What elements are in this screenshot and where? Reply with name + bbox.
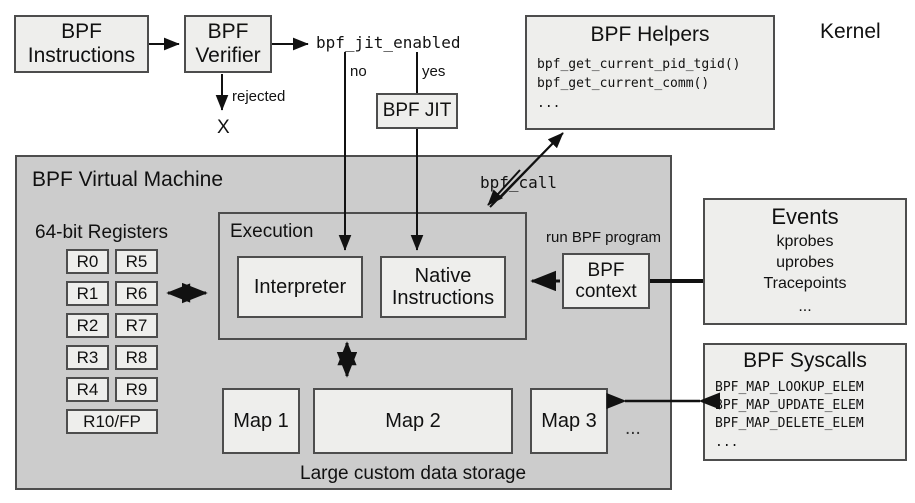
execution-title: Execution [230,221,314,242]
vm-title: BPF Virtual Machine [32,168,224,191]
events-box: Events kprobes uprobes Tracepoints ... [703,198,907,325]
bpf-syscalls-box: BPF Syscalls BPF_MAP_LOOKUP_ELEM BPF_MAP… [703,343,907,461]
helper-fn-2: ... [537,95,561,111]
events-item-1: uprobes [776,253,834,271]
native-instructions-line1: Native [414,264,472,287]
bpf-jit-box: BPF JIT [376,93,458,129]
bpf-instructions-line2: Instructions [27,44,136,67]
events-item-2: Tracepoints [763,274,847,292]
bpf-context-box: BPF context [562,253,650,309]
register-r4: R4 [66,377,109,402]
branch-no-label: no [350,63,367,80]
bpf-context-line1: BPF [587,259,625,281]
branch-yes-label: yes [422,63,446,80]
register-r8: R8 [115,345,158,370]
events-title: Events [771,204,839,229]
interpreter-box: Interpreter [237,256,363,318]
bpf-jit-enabled-label: bpf_jit_enabled [316,33,461,52]
bpf-instructions-line1: BPF [61,20,102,44]
register-r7: R7 [115,313,158,338]
rejected-mark: X [217,117,230,138]
syscall-item-2: BPF_MAP_DELETE_ELEM [715,416,864,432]
register-r0: R0 [66,249,109,274]
register-r10-fp: R10/FP [66,409,158,434]
bpf-call-label: bpf_call [480,173,558,192]
syscall-item-3: ... [715,434,739,450]
bpf-instructions-box: BPF Instructions [14,15,149,73]
syscall-item-1: BPF_MAP_UPDATE_ELEM [715,397,864,413]
run-bpf-program-label: run BPF program [546,229,662,246]
bpf-helpers-box: BPF Helpers bpf_get_current_pid_tgid() b… [525,15,775,130]
register-r6: R6 [115,281,158,306]
registers-title: 64-bit Registers [35,222,169,243]
rejected-label: rejected [232,88,286,105]
bpf-verifier-line2: Verifier [195,44,261,67]
helper-fn-0: bpf_get_current_pid_tgid() [537,56,741,72]
kernel-label: Kernel [820,20,881,43]
events-item-3: ... [798,297,812,315]
map-3-box: Map 3 [530,388,608,454]
helper-fn-1: bpf_get_current_comm() [537,76,710,92]
storage-label: Large custom data storage [300,463,527,484]
register-r5: R5 [115,249,158,274]
register-r1: R1 [66,281,109,306]
register-r3: R3 [66,345,109,370]
events-item-0: kprobes [776,232,834,250]
bpf-context-line2: context [575,281,637,302]
map-1-box: Map 1 [222,388,300,454]
register-r2: R2 [66,313,109,338]
bpf-syscalls-title: BPF Syscalls [743,349,867,372]
native-instructions-line2: Instructions [391,287,495,309]
map-2-box: Map 2 [313,388,513,454]
bpf-helpers-title: BPF Helpers [590,23,710,46]
bpf-verifier-box: BPF Verifier [184,15,272,73]
register-r9: R9 [115,377,158,402]
bpf-verifier-line1: BPF [207,20,249,44]
maps-ellipsis: ... [625,418,641,439]
syscall-item-0: BPF_MAP_LOOKUP_ELEM [715,379,864,395]
native-instructions-box: Native Instructions [380,256,506,318]
